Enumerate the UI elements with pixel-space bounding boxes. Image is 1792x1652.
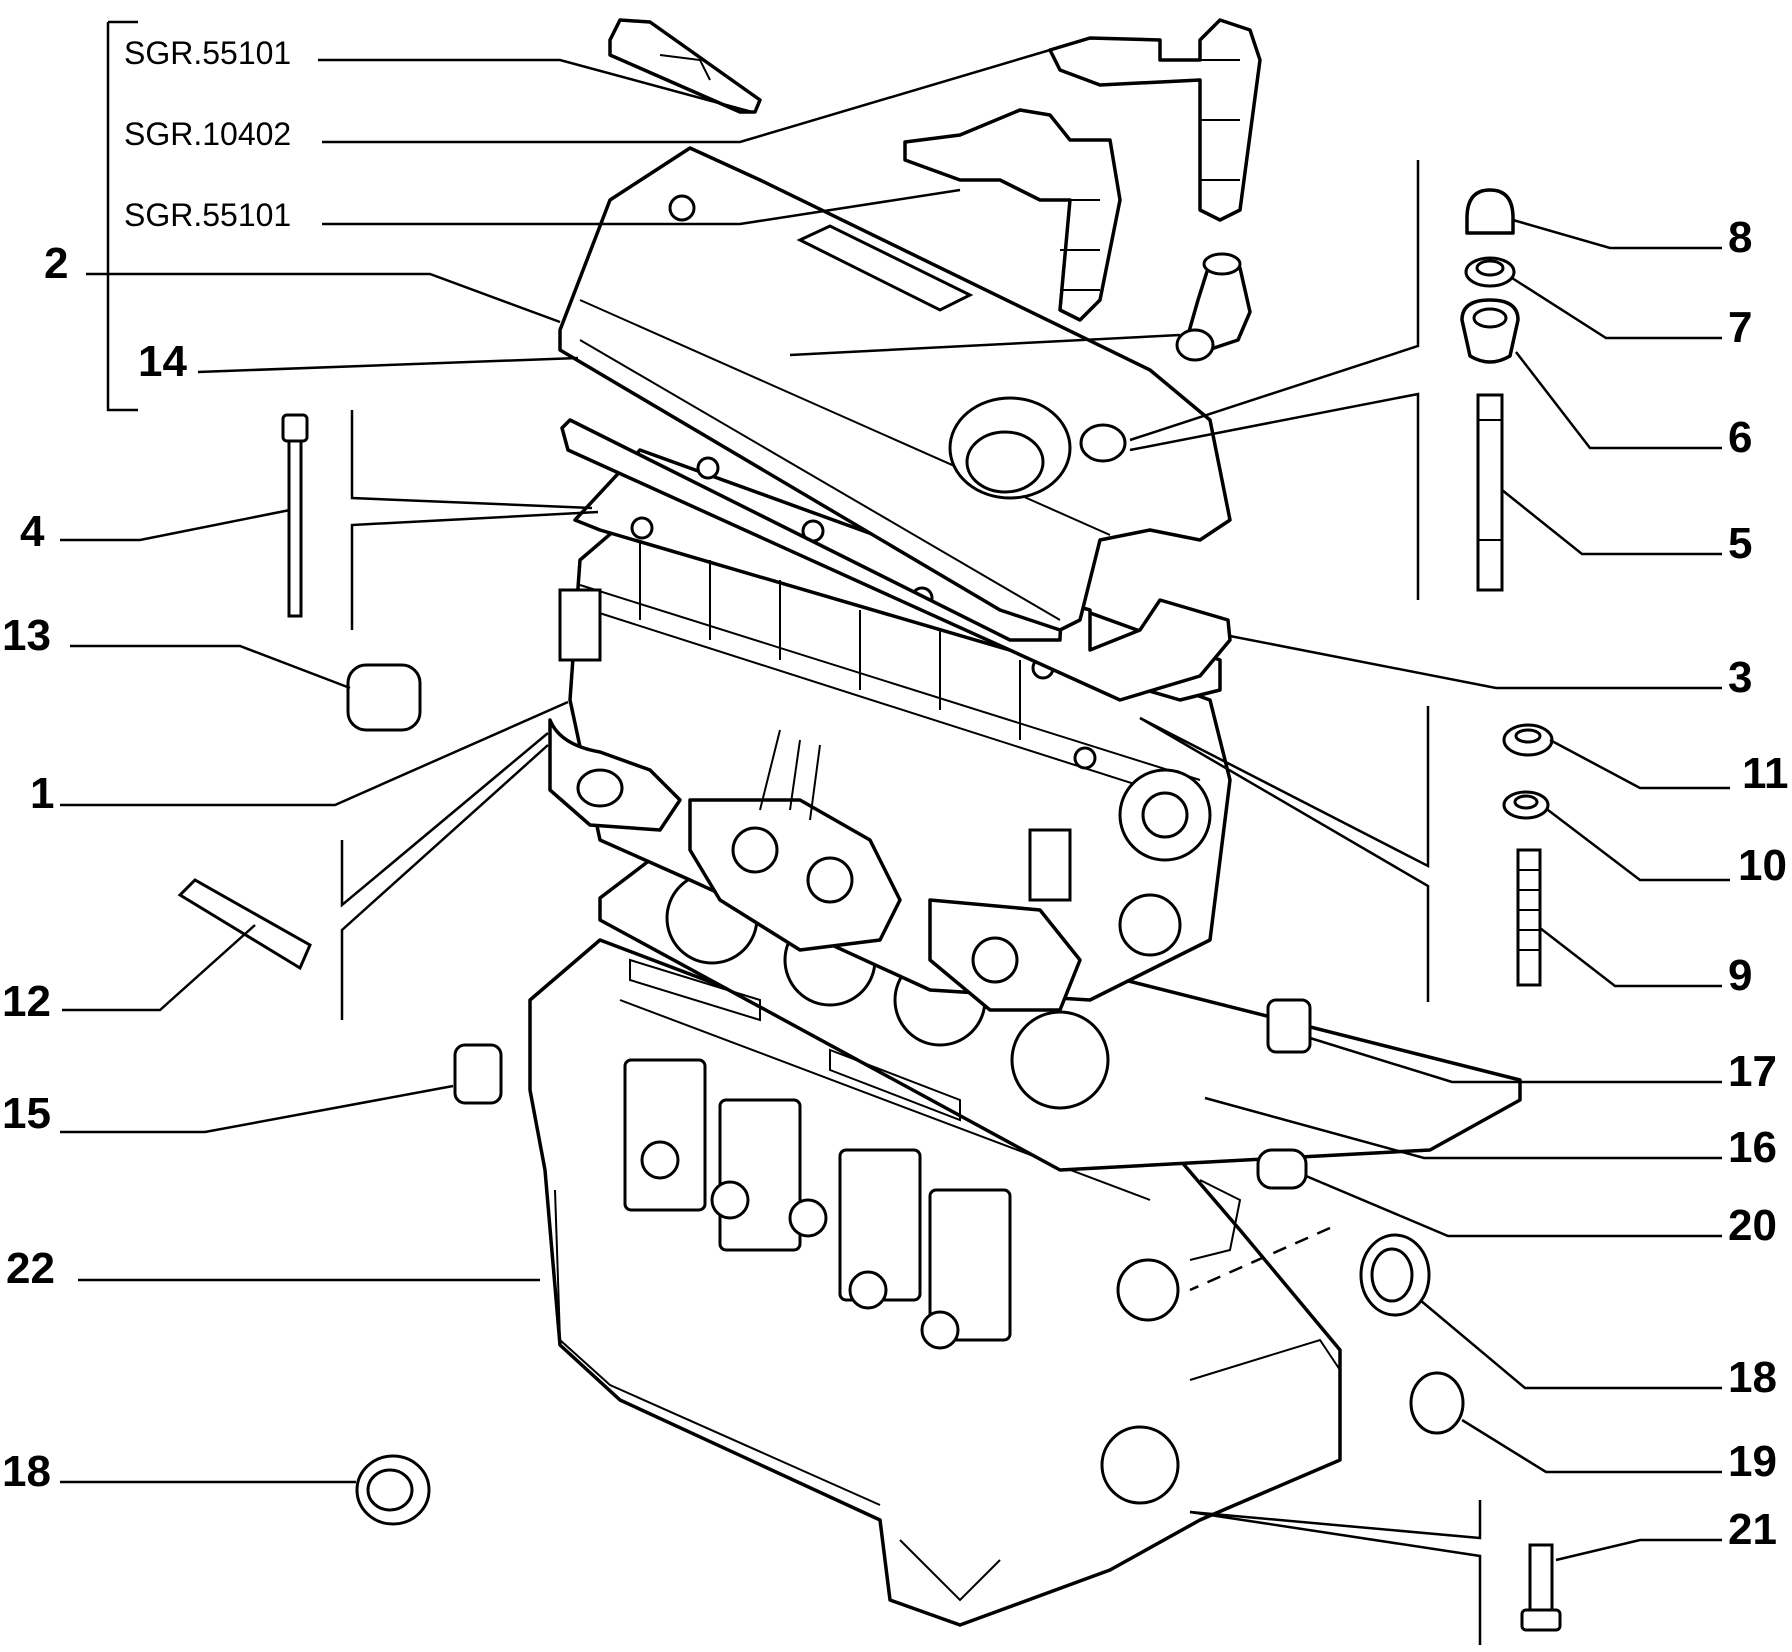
bolt-21 bbox=[1520, 1543, 1562, 1632]
stud-12 bbox=[177, 878, 312, 971]
ref-label-2: SGR.10402 bbox=[124, 116, 291, 152]
cylinder-head bbox=[548, 498, 1232, 1012]
cable-bracket-lower bbox=[903, 108, 1122, 322]
label-4: 4 bbox=[20, 507, 45, 556]
bushing-18-left bbox=[355, 1454, 431, 1526]
label-5: 5 bbox=[1728, 519, 1752, 568]
breather-pipe-fitting bbox=[1175, 252, 1252, 362]
cap-nut-8 bbox=[1465, 188, 1515, 235]
label-19: 19 bbox=[1728, 1437, 1777, 1486]
ref-label-3: SGR.55101 bbox=[124, 197, 291, 233]
label-1: 1 bbox=[30, 769, 54, 818]
dowel-17 bbox=[1266, 998, 1312, 1054]
valve-cover bbox=[558, 146, 1232, 632]
washer-10 bbox=[1502, 790, 1550, 820]
label-18-left: 18 bbox=[2, 1447, 51, 1496]
part-number-labels: 2 14 4 13 1 12 15 22 18 8 7 6 5 3 11 10 … bbox=[2, 213, 1789, 1554]
bushing-19 bbox=[1409, 1371, 1465, 1435]
plug-20 bbox=[1256, 1148, 1308, 1190]
label-7: 7 bbox=[1728, 303, 1752, 352]
bolt-4 bbox=[281, 413, 309, 618]
bushing-18-right bbox=[1359, 1233, 1431, 1317]
label-18-right: 18 bbox=[1728, 1353, 1777, 1402]
label-3: 3 bbox=[1728, 653, 1752, 702]
nut-11 bbox=[1502, 723, 1554, 757]
label-12: 12 bbox=[2, 977, 51, 1026]
label-17: 17 bbox=[1728, 1047, 1777, 1096]
label-9: 9 bbox=[1728, 951, 1752, 1000]
label-10: 10 bbox=[1738, 841, 1787, 890]
leader-lines bbox=[60, 20, 1730, 1645]
label-15: 15 bbox=[2, 1089, 51, 1138]
label-2: 2 bbox=[44, 239, 68, 288]
engine-block bbox=[528, 938, 1342, 1627]
label-13: 13 bbox=[2, 611, 51, 660]
stud-9 bbox=[1516, 848, 1542, 987]
label-22: 22 bbox=[6, 1244, 55, 1293]
cable-bracket-upper bbox=[1048, 18, 1262, 222]
washer-7 bbox=[1464, 256, 1516, 288]
label-6: 6 bbox=[1728, 413, 1752, 462]
label-14: 14 bbox=[138, 337, 187, 386]
label-16: 16 bbox=[1728, 1123, 1777, 1172]
grommet-6 bbox=[1460, 298, 1520, 364]
reference-labels: SGR.55101 SGR.10402 SGR.55101 bbox=[124, 35, 291, 233]
label-11: 11 bbox=[1742, 749, 1789, 798]
dowel-15 bbox=[453, 1043, 503, 1105]
cable-clip-small bbox=[608, 18, 762, 114]
dowel-13 bbox=[346, 663, 422, 732]
label-8: 8 bbox=[1728, 213, 1752, 262]
label-20: 20 bbox=[1728, 1201, 1777, 1250]
ref-label-1: SGR.55101 bbox=[124, 35, 291, 71]
stud-5 bbox=[1476, 393, 1504, 592]
label-21: 21 bbox=[1728, 1505, 1777, 1554]
